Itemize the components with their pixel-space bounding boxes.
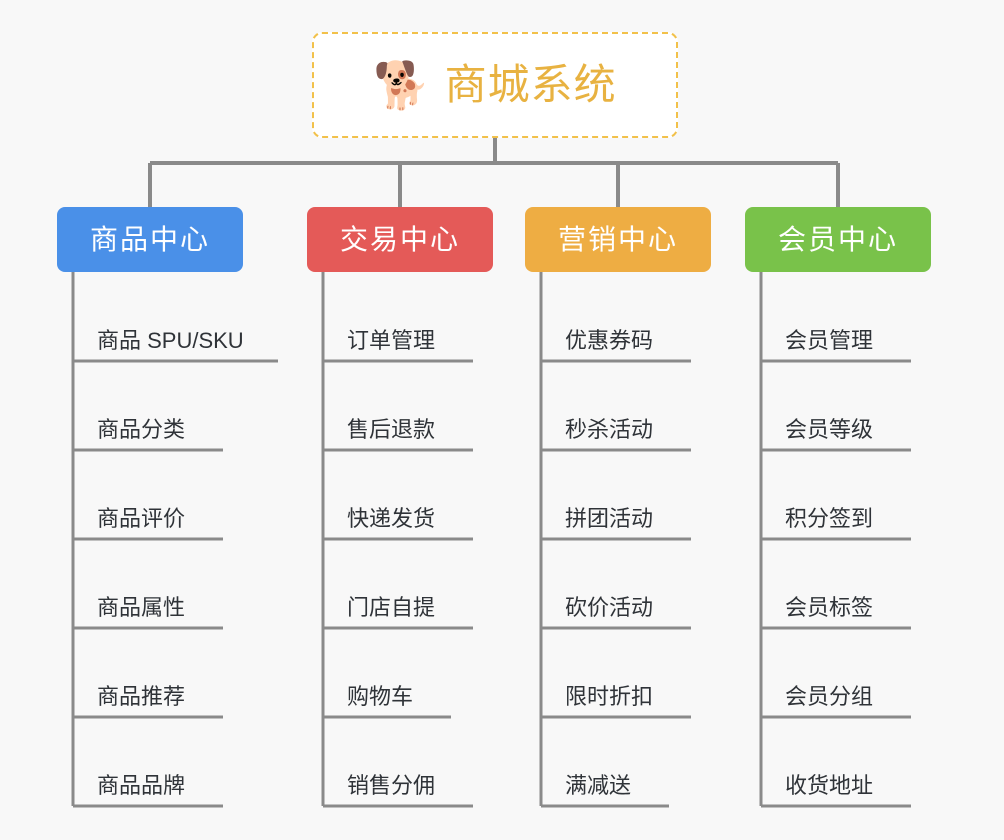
root-title: 商城系统 <box>444 61 617 108</box>
category-box-product-center[interactable]: 商品中心 <box>57 207 243 272</box>
leaf-label: 会员等级 <box>785 416 874 442</box>
leaf-label: 快递发货 <box>347 505 436 531</box>
leaf-label: 会员管理 <box>785 327 874 353</box>
leaf-label: 门店自提 <box>347 594 436 620</box>
leaf-label: 优惠券码 <box>565 327 654 353</box>
leaf-label: 商品 SPU/SKU <box>97 327 244 353</box>
category-label: 会员中心 <box>777 223 898 255</box>
leaf-label: 拼团活动 <box>565 505 654 531</box>
leaf-label: 商品评价 <box>97 505 186 531</box>
leaf-label: 购物车 <box>347 683 414 709</box>
leaf-label: 秒杀活动 <box>565 416 654 442</box>
leaf-label: 限时折扣 <box>565 683 654 709</box>
leaf-label: 会员标签 <box>785 594 874 620</box>
category-label: 商品中心 <box>89 223 210 255</box>
leaf-label: 砍价活动 <box>565 594 654 620</box>
leaf-label: 订单管理 <box>347 327 436 353</box>
leaf-label: 收货地址 <box>785 772 874 798</box>
category-label: 交易中心 <box>339 223 460 255</box>
leaf-label: 会员分组 <box>785 683 874 709</box>
leaf-label: 售后退款 <box>347 416 436 442</box>
leaf-label: 商品推荐 <box>97 683 186 709</box>
leaf-label: 满减送 <box>565 772 632 798</box>
shiba-dog-face-icon: 🐕 <box>373 59 431 111</box>
category-box-trade-center[interactable]: 交易中心 <box>307 207 493 272</box>
leaf-label: 商品分类 <box>97 416 186 442</box>
category-box-member-center[interactable]: 会员中心 <box>745 207 931 272</box>
root-node[interactable]: 🐕 商城系统 <box>312 32 678 138</box>
leaf-label: 销售分佣 <box>347 772 436 798</box>
category-box-marketing-center[interactable]: 营销中心 <box>525 207 711 272</box>
leaf-label: 积分签到 <box>785 505 874 531</box>
category-label: 营销中心 <box>557 223 678 255</box>
leaf-label: 商品属性 <box>97 594 186 620</box>
leaf-label: 商品品牌 <box>97 772 186 798</box>
